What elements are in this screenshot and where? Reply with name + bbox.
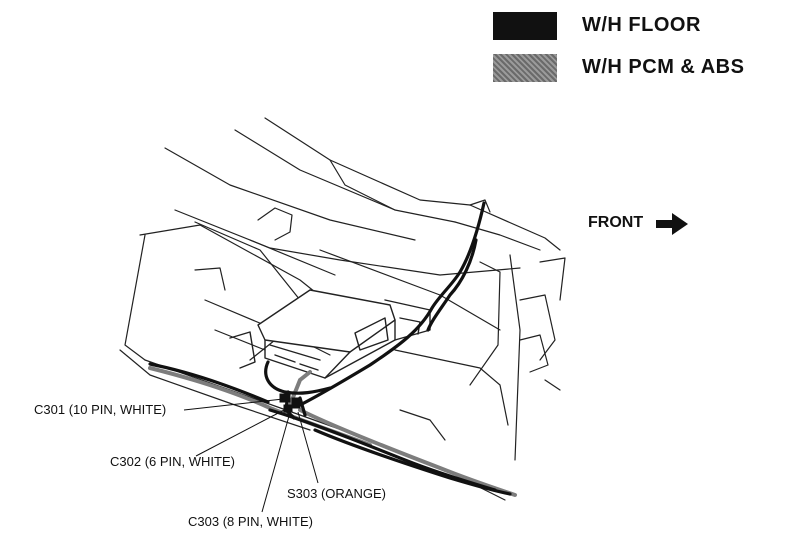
callout-leader-lines	[183, 398, 319, 513]
legend-label-pcm-abs: W/H PCM & ABS	[582, 56, 745, 78]
connector-cluster	[279, 393, 301, 413]
legend-label-floor: W/H FLOOR	[582, 14, 701, 36]
floor-harness	[148, 201, 512, 496]
callout-c303: C303 (8 PIN, WHITE)	[188, 514, 313, 529]
legend-swatch-pcm-abs	[493, 54, 557, 82]
callout-c302: C302 (6 PIN, WHITE)	[110, 454, 235, 469]
callout-s303: S303 (ORANGE)	[287, 486, 386, 501]
right-floor-panel	[509, 254, 521, 461]
front-arrow-icon	[656, 213, 688, 235]
front-direction-label: FRONT	[588, 214, 644, 231]
pcm-module	[229, 289, 431, 379]
legend-swatch-floor	[493, 12, 557, 40]
callout-c301: C301 (10 PIN, WHITE)	[34, 402, 167, 417]
console-outline	[264, 117, 561, 251]
